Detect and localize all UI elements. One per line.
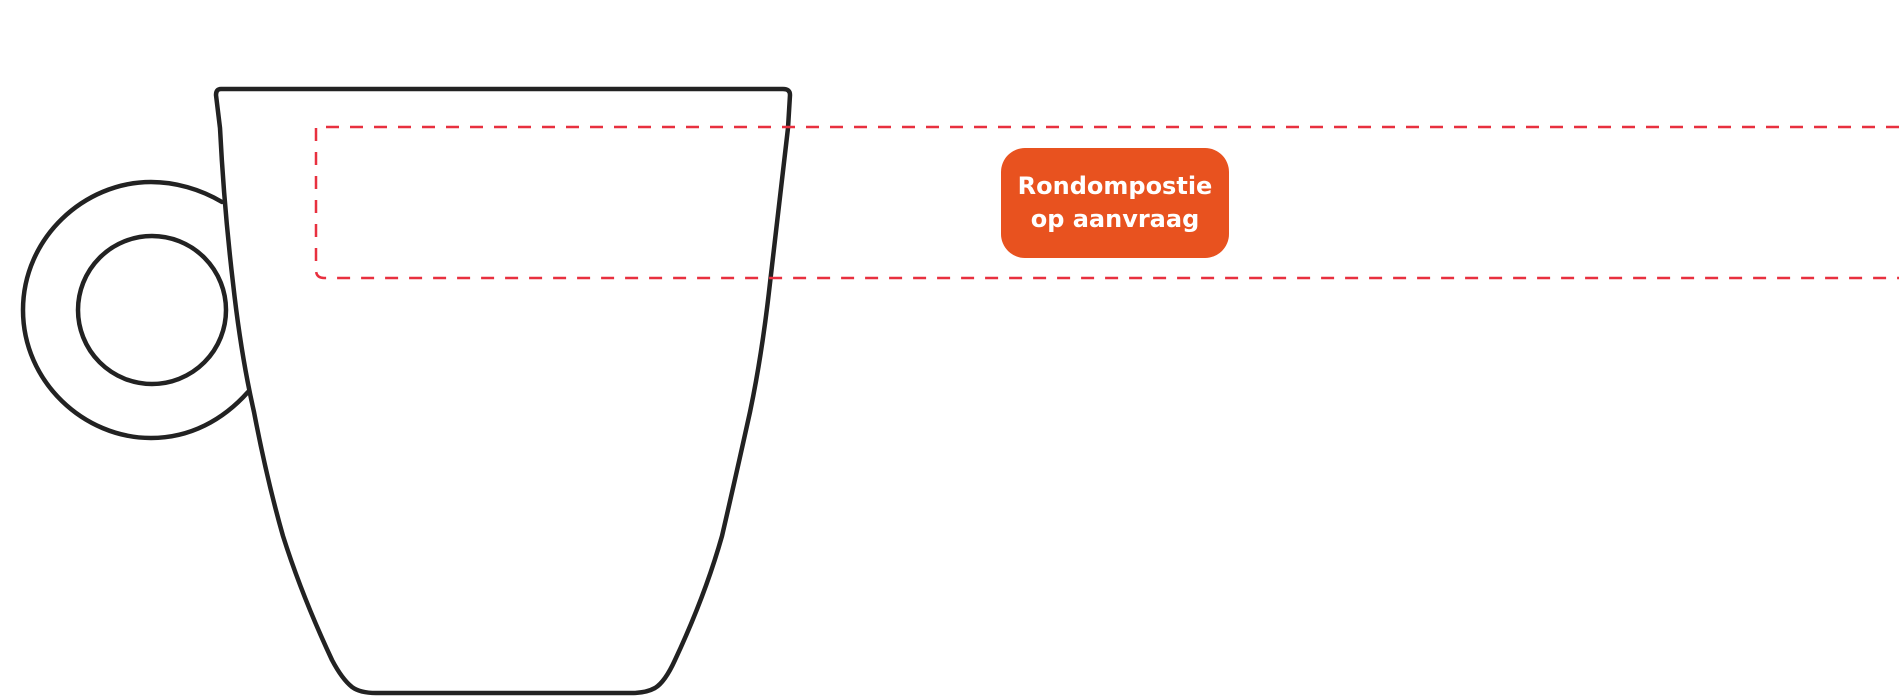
cup-handle-inner bbox=[75, 233, 229, 387]
cup-body bbox=[213, 86, 793, 696]
cup-icon bbox=[20, 86, 793, 696]
badge-label-line1: Rondompostie bbox=[1017, 172, 1213, 200]
print-area-outline bbox=[314, 125, 1899, 280]
cup-handle-outer bbox=[20, 179, 251, 441]
badge-label-line2: op aanvraag bbox=[1030, 205, 1200, 233]
wraparound-print-badge: Rondompostie op aanvraag bbox=[1001, 148, 1229, 258]
